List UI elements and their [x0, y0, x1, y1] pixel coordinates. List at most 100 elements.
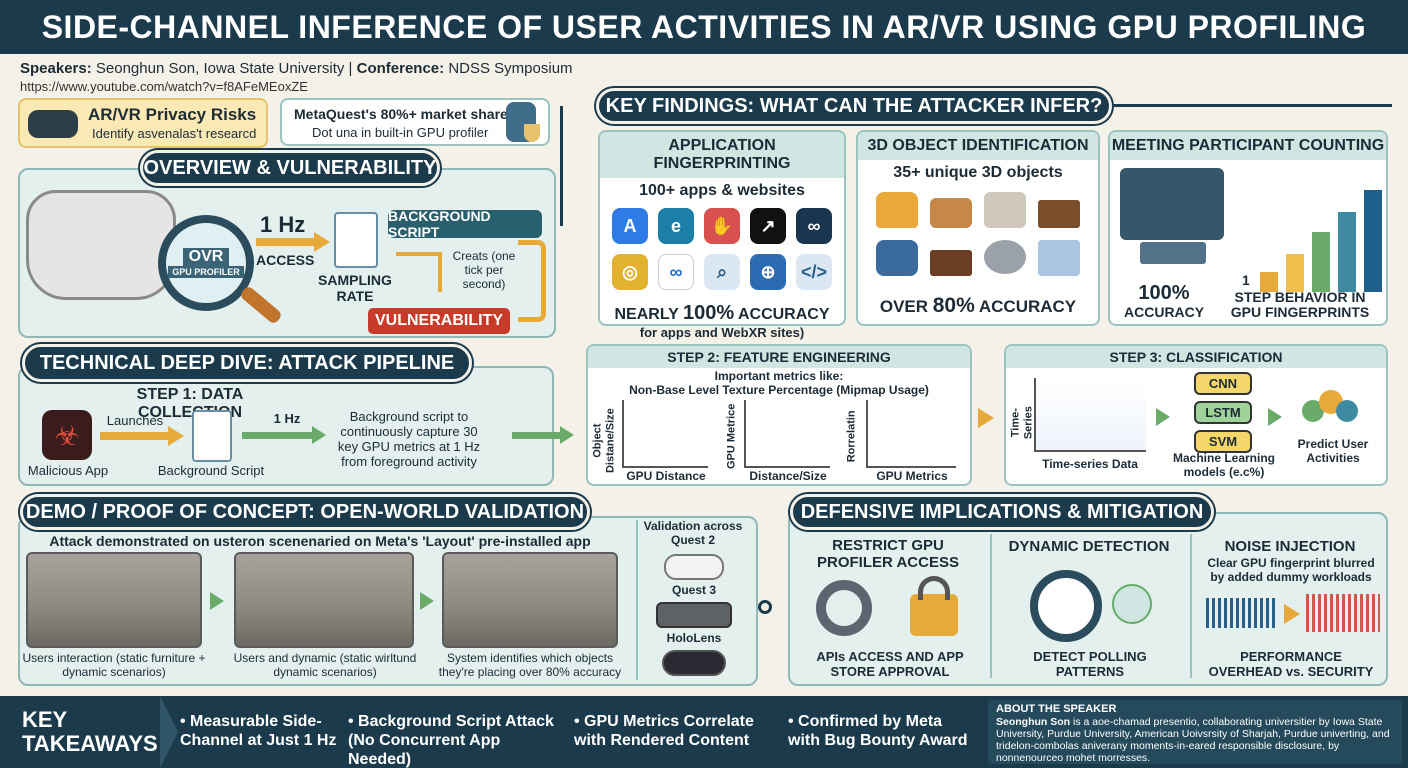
defense-divider-2: [1190, 534, 1192, 678]
demo-scene-3: [442, 552, 618, 648]
step-arrow-2: [978, 408, 994, 428]
about-title: ABOUT THE SPEAKER: [996, 703, 1117, 715]
pipeline-title: TECHNICAL DEEP DIVE: ATTACK PIPELINE: [22, 344, 472, 382]
bg-script-label: Background Script: [157, 463, 265, 478]
timeseries-plot: [1034, 378, 1146, 452]
conference-label: Conference:: [356, 60, 445, 77]
demo-title-text: DEMO / PROOF OF CONCEPT: OPEN-WORLD VALI…: [25, 500, 585, 523]
defense-title: DEFENSIVE IMPLICATIONS & MITIGATION: [790, 494, 1214, 530]
title-text: SIDE-CHANNEL INFERENCE OF USER ACTIVITIE…: [41, 8, 1367, 45]
defense-divider-1: [990, 534, 992, 678]
loop-arrow-left: [396, 252, 442, 292]
script-doc-icon: [192, 410, 232, 462]
bar-label: 1: [1242, 272, 1250, 288]
hololens-icon: [662, 650, 726, 676]
page-title: SIDE-CHANNEL INFERENCE OF USER ACTIVITIE…: [0, 0, 1408, 54]
sampling-label: SAMPLING RATE: [318, 272, 392, 305]
access-arrowhead: [314, 232, 330, 252]
ml-stack: CNN LSTM SVM: [1194, 372, 1252, 453]
defense-c2-head: DYNAMIC DETECTION: [1008, 538, 1170, 555]
app-acc-num: 100%: [682, 302, 735, 324]
participant-bar-1: [1260, 272, 1278, 292]
speakers-label: Speakers:: [20, 60, 92, 77]
quest2-icon: [664, 554, 724, 580]
findings-title: KEY FINDINGS: WHAT CAN THE ATTACKER INFE…: [596, 88, 1112, 124]
ovr-sub: GPU PROFILER: [168, 266, 244, 278]
laptop-icon: [1140, 242, 1206, 264]
svm-badge: SVM: [1194, 430, 1252, 453]
p2-ylabel: GPU Metrice: [725, 403, 738, 470]
findings-line: [1112, 104, 1392, 107]
clock-icon: [1030, 570, 1102, 642]
p3-ylabel: Rorrelatin: [845, 410, 858, 463]
pipeline-title-text: TECHNICAL DEEP DIVE: ATTACK PIPELINE: [39, 351, 455, 374]
chair-icon: [984, 192, 1026, 228]
speaker-line: Speakers: Seonghun Son, Iowa State Unive…: [20, 60, 573, 77]
market-line2: Dot una in built-in GPU profiler: [312, 125, 489, 140]
waveform-icon-clean: [1206, 598, 1276, 628]
waveform-icon-noisy: [1306, 594, 1380, 632]
shield-icon: [524, 124, 540, 142]
obj-acc-num: 80%: [932, 294, 975, 317]
footer: KEY TAKEAWAYS • Measurable Side-Channel …: [0, 696, 1408, 768]
defense-c2-foot: DETECT POLLING PATTERNS: [1033, 649, 1147, 679]
demo-title: DEMO / PROOF OF CONCEPT: OPEN-WORLD VALI…: [20, 494, 590, 530]
scatter-plot-1: [622, 400, 708, 468]
p1-xlabel: GPU Distance: [626, 469, 706, 483]
app-icon-grid: A e ✋ ↗ ∞ ◎ ∞ ⌕ ⊕ </>: [600, 208, 844, 290]
creats-note: Creats (one tick per second): [452, 249, 516, 291]
magnifier-icon: OVR GPU PROFILER: [158, 215, 254, 311]
p2-xlabel: Distance/Size: [749, 469, 827, 483]
ts-xlabel: Time-series Data: [1042, 457, 1138, 471]
bg-script-badge: BACKGROUND SCRIPT: [388, 208, 542, 240]
predict-arrow: [1268, 408, 1282, 426]
ovr-label: OVR: [182, 248, 230, 266]
padlock-icon: [910, 594, 958, 636]
defense-c1-foot: APIs ACCESS AND APP STORE APPROVAL: [816, 649, 964, 679]
speakers-value: Seonghun Son, Iowa State University: [95, 60, 345, 77]
meet-card-head: MEETING PARTICIPANT COUNTING: [1110, 132, 1386, 160]
access-label: ACCESS: [256, 252, 315, 268]
hololens-label: HoloLens: [666, 631, 722, 645]
quest3-icon: [656, 602, 732, 628]
cnn-text: CNN: [1208, 376, 1238, 391]
object-icon-grid: [858, 192, 1098, 276]
defense-title-text: DEFENSIVE IMPLICATIONS & MITIGATION: [800, 500, 1204, 523]
code-icon: </>: [796, 254, 832, 290]
terminal-icon: ↗: [750, 208, 786, 244]
globe-icon: ⊕: [750, 254, 786, 290]
defense-c1-head: RESTRICT GPU PROFILER ACCESS: [817, 537, 959, 571]
chrome-icon: ◎: [612, 254, 648, 290]
overview-title-text: OVERVIEW & VULNERABILITY: [143, 156, 437, 179]
takeaway-chevron: [160, 696, 178, 768]
access-arrow: [256, 238, 316, 246]
app-store-icon: A: [612, 208, 648, 244]
demo-scene-2: [234, 552, 414, 648]
app-acc-pre: NEARLY: [614, 306, 683, 323]
overview-hz: 1 Hz: [260, 212, 306, 237]
step3-head: STEP 3: CLASSIFICATION: [1006, 346, 1386, 368]
svm-text: SVM: [1208, 434, 1238, 449]
vulnerability-badge: VULNERABILITY: [368, 308, 510, 334]
step3-card: STEP 3: CLASSIFICATION Time-Series Time-…: [1004, 344, 1388, 486]
privacy-title: AR/VR Privacy Risks: [88, 105, 257, 124]
obj-acc-post: ACCURACY: [974, 297, 1077, 316]
obj-acc-pre: OVER: [879, 297, 933, 316]
sofa-icon: [930, 198, 972, 228]
blue-chair-icon: [876, 240, 918, 276]
meet-acc-num: 100%: [1138, 282, 1190, 304]
cube-icon: [1038, 240, 1080, 276]
video-link[interactable]: https://www.youtube.com/watch?v=f8AFeMEo…: [20, 79, 308, 94]
market-line1: MetaQuest's 80%+ market share: [294, 106, 508, 122]
demo-scene-1: [26, 552, 202, 648]
obj-accuracy: OVER 80% ACCURACY: [858, 294, 1098, 318]
meeting-count-card: MEETING PARTICIPANT COUNTING 1 100% ACCU…: [1108, 130, 1388, 326]
takeaway-2: • Background Script Attack (No Concurren…: [348, 713, 554, 768]
app-accuracy-sub: for apps and WebXR sites): [639, 325, 805, 340]
takeaway-1: • Measurable Side-Channel at Just 1 Hz: [180, 713, 337, 750]
bg-script-text: BACKGROUND SCRIPT: [388, 208, 491, 240]
meta-logo-icon: ∞: [658, 254, 694, 290]
demo-sub: Attack demonstrated on usteron scenenari…: [49, 533, 591, 549]
defense-c3-foot: PERFORMANCE OVERHEAD vs. SECURITY: [1208, 649, 1374, 679]
participant-bar-2: [1286, 254, 1304, 292]
